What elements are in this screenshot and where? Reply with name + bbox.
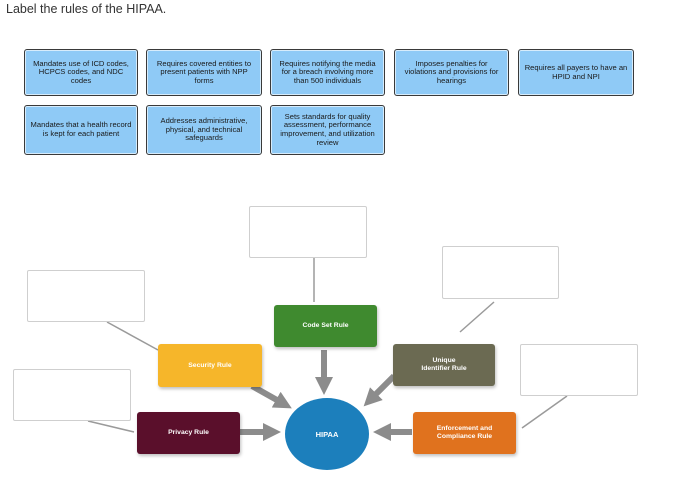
label-tile-penalties[interactable]: Imposes penalties for violations and pro… [394, 49, 509, 96]
unique-identifier-rule-node: Unique Identifier Rule [393, 344, 495, 386]
drop-zone-left-upper[interactable] [27, 270, 145, 322]
label-tile-safeguards[interactable]: Addresses administrative, physical, and … [146, 105, 262, 155]
drop-zone-right-upper[interactable] [442, 246, 559, 299]
label-tile-media-breach[interactable]: Requires notifying the media for a breac… [270, 49, 385, 96]
arrow-from-security [250, 383, 292, 409]
leader-line-right-lower [521, 395, 568, 429]
label-tile-quality-standards[interactable]: Sets standards for quality assessment, p… [270, 105, 385, 155]
hipaa-center-node: HIPAA [285, 398, 369, 470]
code-set-rule-node: Code Set Rule [274, 305, 377, 347]
instruction-text: Label the rules of the HIPAA. [6, 2, 167, 16]
drop-zone-left-lower[interactable] [13, 369, 131, 421]
label-tile-icd-codes[interactable]: Mandates use of ICD codes, HCPCS codes, … [24, 49, 138, 96]
leader-line-right-upper [459, 301, 495, 333]
label-tile-npp-forms[interactable]: Requires covered entities to present pat… [146, 49, 262, 96]
label-tile-health-record[interactable]: Mandates that a health record is kept fo… [24, 105, 138, 155]
enforcement-compliance-rule-node: Enforcement and Compliance Rule [413, 412, 516, 454]
security-rule-node: Security Rule [158, 344, 262, 387]
drop-zone-top[interactable] [249, 206, 367, 258]
arrow-from-unique-id [363, 373, 397, 407]
label-tile-hpid-npi[interactable]: Requires all payers to have an HPID and … [518, 49, 634, 96]
leader-line-left-upper [106, 321, 159, 351]
privacy-rule-node: Privacy Rule [137, 412, 240, 454]
leader-line-left-lower [87, 420, 135, 433]
drop-zone-right-lower[interactable] [520, 344, 638, 396]
